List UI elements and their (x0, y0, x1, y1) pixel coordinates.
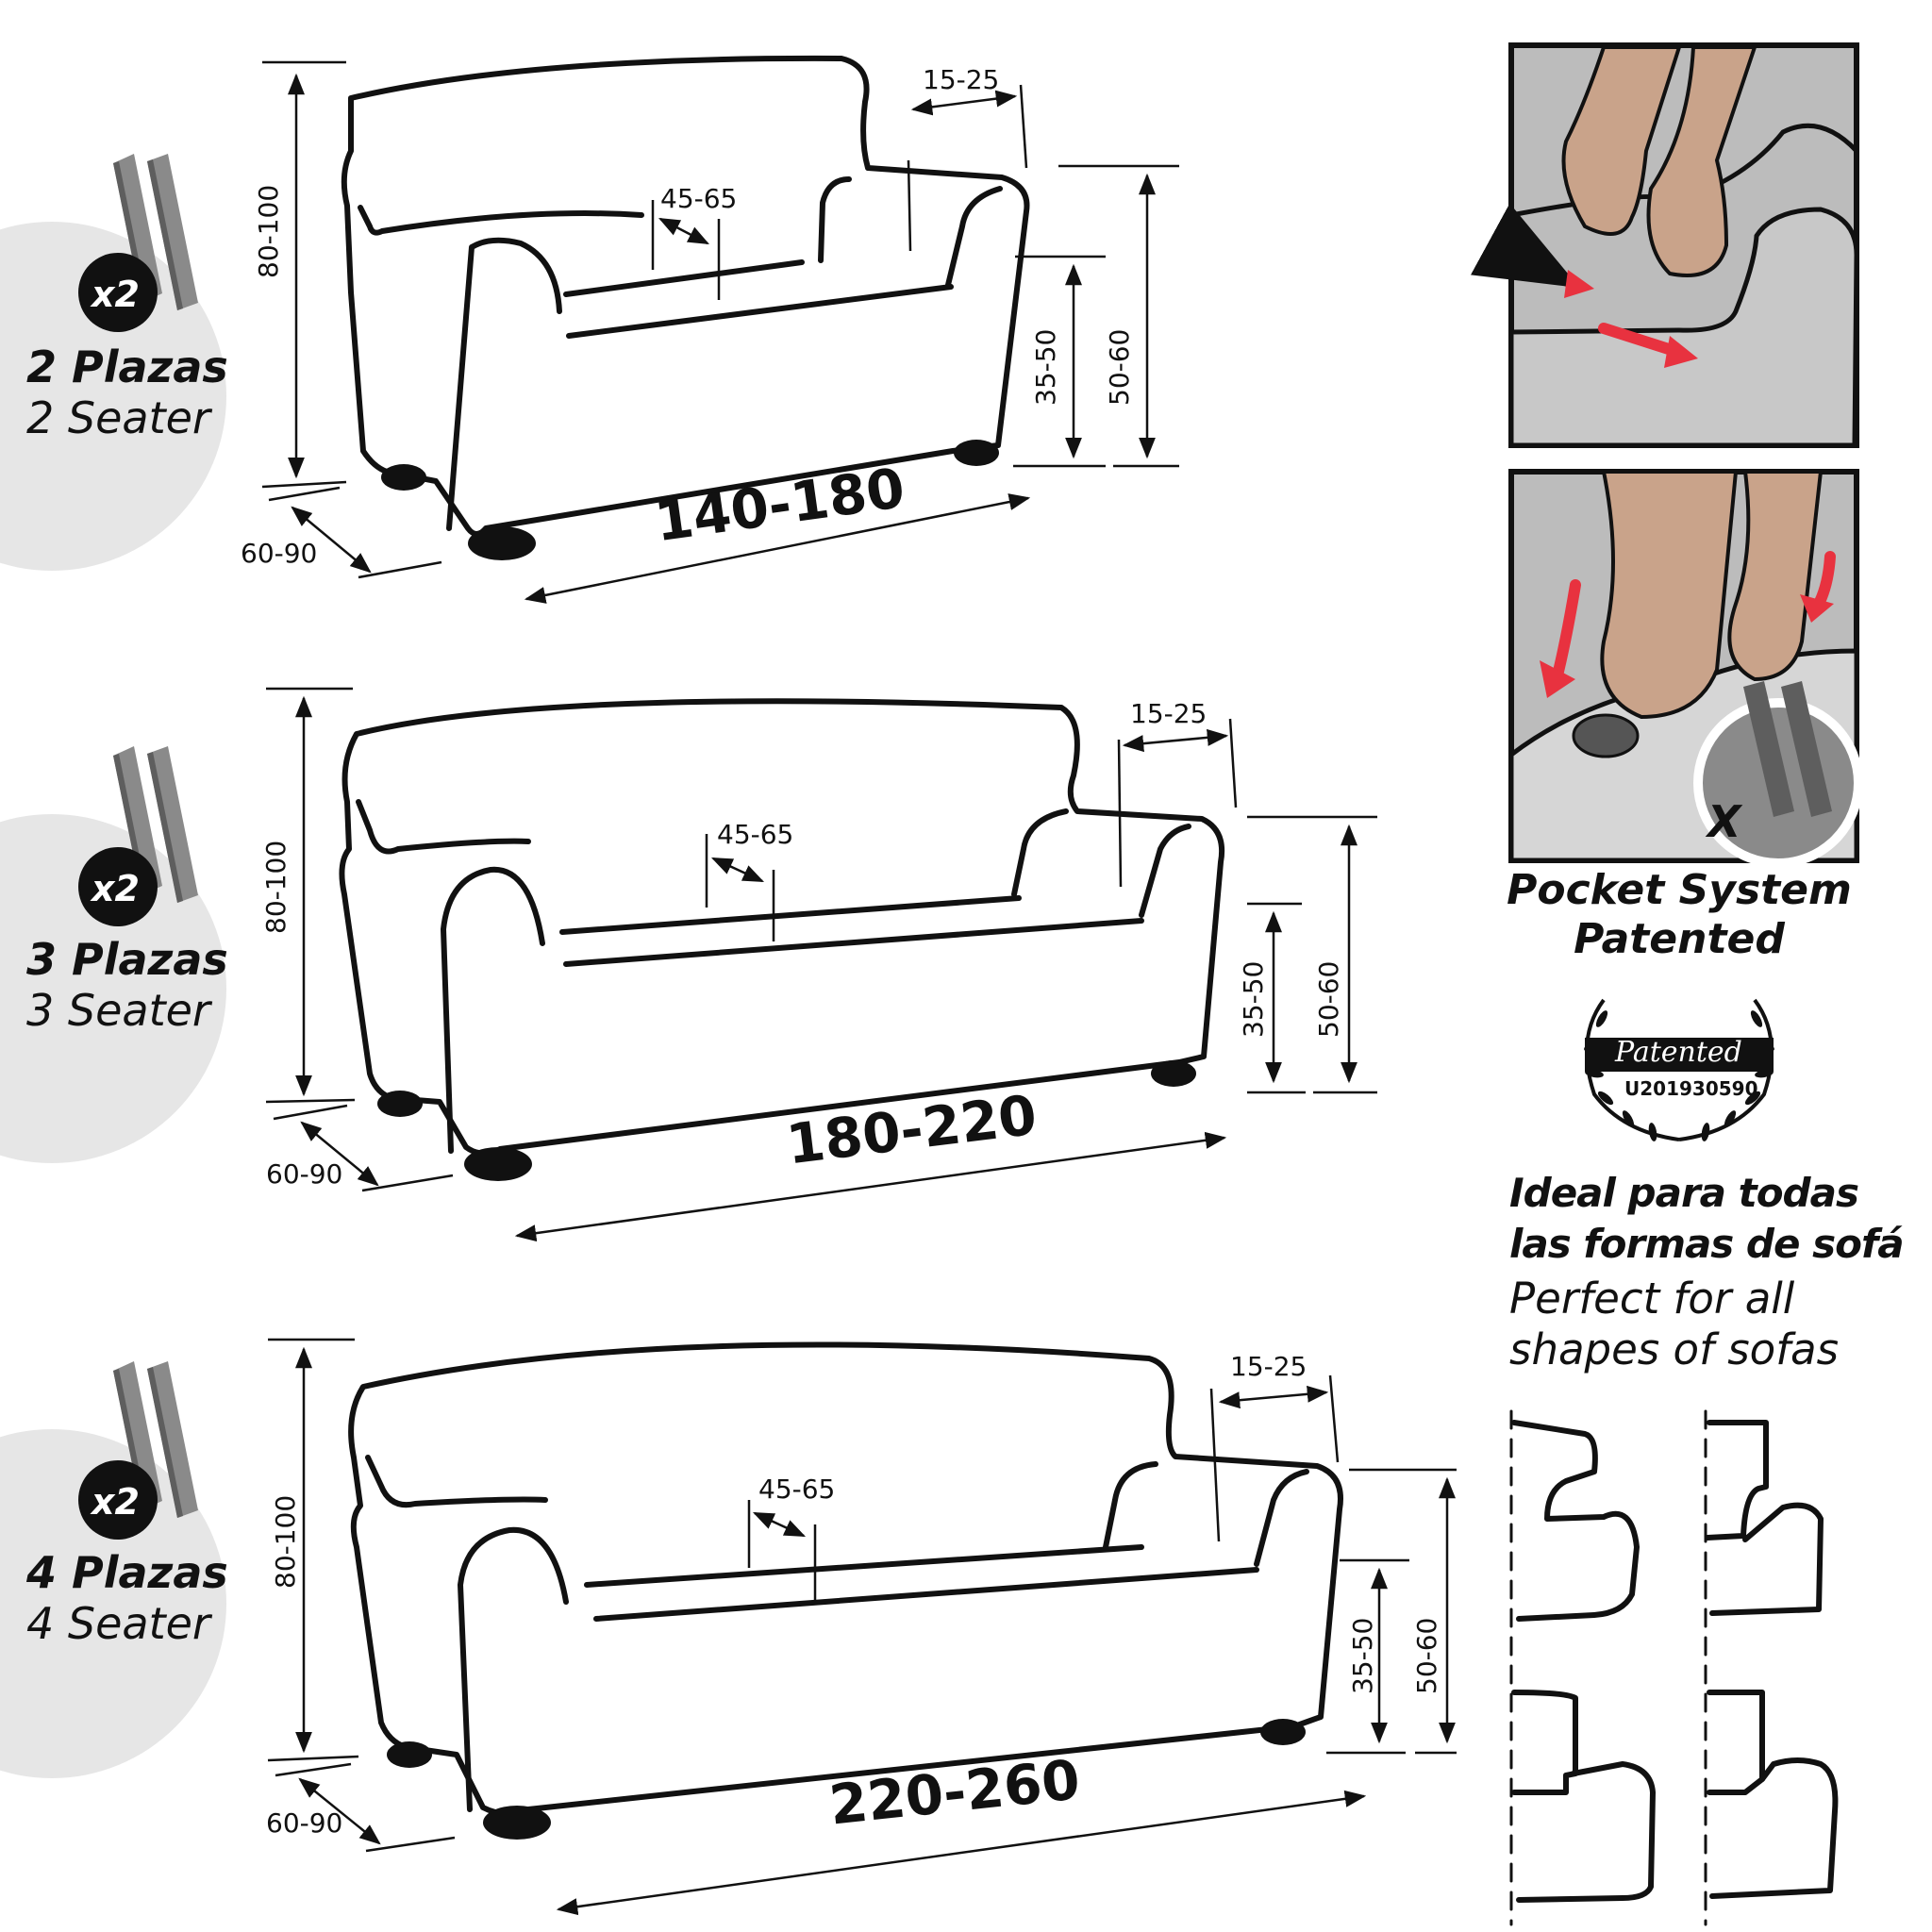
plazas-4-seater: 4 Plazas (26, 1547, 228, 1598)
sofa-2-seater-drawing (341, 55, 1030, 537)
dim-seat-depth-2-seater: 45-65 (660, 183, 738, 214)
plazas-3-seater: 3 Plazas (26, 934, 228, 985)
sofa-4-seater-feet (387, 1719, 1306, 1840)
dim-seat-height-3-seater: 35-50 (1238, 960, 1269, 1038)
dim-depth-3-seater: 60-90 (266, 1158, 343, 1190)
pocket-instruction-panel-2 (1508, 469, 1863, 868)
dim-arm-3-seater: 15-25 (1130, 698, 1208, 729)
sofa-3-seater-dimension-lines (265, 687, 1377, 1242)
dim-seat-height-2-seater: 35-50 (1030, 328, 1061, 406)
dim-depth-4-seater: 60-90 (266, 1807, 343, 1839)
dim-arm-height-4-seater: 50-60 (1411, 1617, 1442, 1694)
dim-depth-2-seater: 60-90 (241, 538, 318, 569)
ideal-es-line1: Ideal para todas (1509, 1170, 1859, 1216)
dim-seat-depth-3-seater: 45-65 (717, 819, 794, 850)
sofa-2-seater-dimension-lines (261, 60, 1179, 604)
ideal-en-line1: Perfect for all (1509, 1274, 1795, 1324)
dim-seat-depth-4-seater: 45-65 (758, 1474, 836, 1505)
dim-seat-height-4-seater: 35-50 (1347, 1617, 1378, 1694)
sofa-shapes-grid (1509, 1409, 1839, 1926)
sofa-3-seater-drawing (339, 698, 1224, 1157)
ideal-en-line2: shapes of sofas (1509, 1324, 1840, 1374)
dim-height-2-seater: 80-100 (253, 184, 284, 278)
sofa-2-seater-feet (381, 440, 999, 560)
plazas-2-seater: 2 Plazas (26, 341, 228, 392)
dim-arm-height-3-seater: 50-60 (1313, 960, 1344, 1038)
pocket-instruction-panel-1 (1470, 42, 1859, 448)
dim-height-3-seater: 80-100 (260, 840, 291, 934)
rods-count-4-seater: x2 (92, 1481, 140, 1523)
dim-arm-2-seater: 15-25 (923, 64, 1000, 95)
badge-2-seater (0, 154, 226, 571)
seater-3-seater: 3 Seater (26, 985, 210, 1036)
cross-mark: X (1707, 796, 1741, 847)
seater-4-seater: 4 Seater (26, 1598, 210, 1649)
dim-arm-4-seater: 15-25 (1230, 1351, 1307, 1382)
rods-count-3-seater: x2 (92, 868, 140, 909)
badge-3-seater (0, 746, 226, 1163)
seater-2-seater: 2 Seater (26, 392, 210, 443)
patent-seal (1584, 998, 1774, 1141)
dim-height-4-seater: 80-100 (270, 1494, 301, 1589)
sofa-4-seater-dimension-lines (267, 1338, 1457, 1916)
pocket-title-line1: Pocket System (1507, 866, 1852, 914)
ideal-es-line2: las formas de sofá (1509, 1221, 1905, 1267)
badge-4-seater (0, 1361, 226, 1778)
sofa-4-seater-drawing (348, 1341, 1343, 1817)
rods-count-2-seater: x2 (92, 274, 140, 315)
pocket-title-line2: Patented (1574, 915, 1785, 963)
seal-text: Patented (1615, 1036, 1742, 1069)
dim-arm-height-2-seater: 50-60 (1104, 328, 1135, 406)
seal-number: U201930590 (1624, 1077, 1758, 1100)
